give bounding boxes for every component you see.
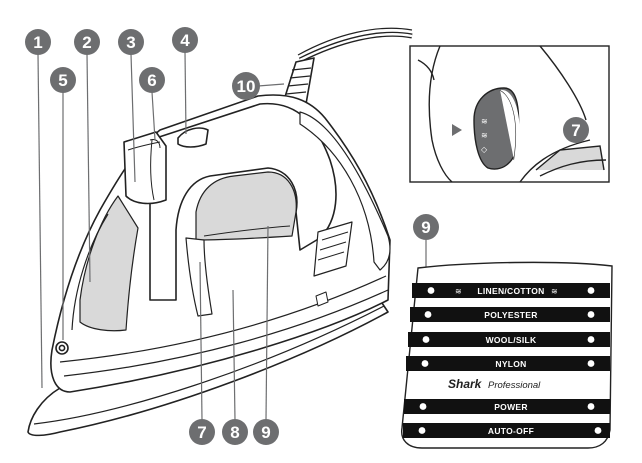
band-nylon: NYLON bbox=[406, 356, 610, 371]
svg-text:6: 6 bbox=[147, 71, 156, 90]
band-power: POWER bbox=[404, 399, 610, 414]
svg-text:4: 4 bbox=[180, 31, 190, 50]
callout-badge-6: 6 bbox=[139, 67, 165, 93]
callout-badge-10: 10 bbox=[232, 72, 260, 100]
callout-badge-9-bottom: 9 bbox=[253, 419, 279, 445]
leader-lines bbox=[37, 51, 575, 421]
heel-rest bbox=[299, 111, 391, 271]
steam-icon: ≋ bbox=[481, 131, 488, 140]
steam-iron-illustration bbox=[27, 27, 413, 437]
callout-badge-5: 5 bbox=[50, 67, 76, 93]
svg-text:5: 5 bbox=[58, 71, 67, 90]
callout-badge-1: 1 bbox=[25, 29, 51, 55]
callout-badge-7-inset: 7 bbox=[563, 117, 589, 143]
callout-badge-2: 2 bbox=[74, 29, 100, 55]
water-tank-window bbox=[79, 195, 139, 332]
svg-text:NYLON: NYLON bbox=[495, 359, 526, 369]
svg-text:Shark: Shark bbox=[448, 377, 483, 391]
callout-badge-7-bottom: 7 bbox=[189, 419, 215, 445]
settings-label-panel: ≋ ≋ LINEN/COTTON POLYESTER WOOL/SILK NYL… bbox=[401, 261, 613, 449]
brand-logo: Shark Professional bbox=[448, 377, 541, 391]
svg-text:1: 1 bbox=[33, 33, 42, 52]
svg-text:LINEN/COTTON: LINEN/COTTON bbox=[477, 286, 544, 296]
band-wool-silk: WOOL/SILK bbox=[408, 332, 610, 347]
svg-text:WOOL/SILK: WOOL/SILK bbox=[486, 335, 537, 345]
callout-badge-4: 4 bbox=[172, 27, 198, 53]
svg-text:3: 3 bbox=[126, 33, 135, 52]
svg-text:7: 7 bbox=[197, 423, 206, 442]
rear-vent bbox=[313, 221, 353, 277]
svg-text:Professional: Professional bbox=[488, 380, 541, 391]
dial-inset: ≋ ≋ ◇ 7 bbox=[409, 45, 610, 183]
svg-text:2: 2 bbox=[82, 33, 91, 52]
svg-text:AUTO-OFF: AUTO-OFF bbox=[488, 426, 534, 436]
svg-text:POWER: POWER bbox=[494, 402, 528, 412]
spray-button bbox=[123, 131, 167, 205]
svg-text:10: 10 bbox=[237, 77, 256, 96]
steam-icon: ≋ bbox=[481, 117, 488, 126]
svg-text:7: 7 bbox=[571, 121, 580, 140]
callout-badge-8: 8 bbox=[222, 419, 248, 445]
svg-text:9: 9 bbox=[421, 218, 430, 237]
band-linen-cotton: ≋ ≋ LINEN/COTTON bbox=[412, 283, 610, 298]
steam-icon: ≋ bbox=[551, 287, 558, 296]
callout-badge-9-panel: 9 bbox=[413, 214, 439, 240]
band-polyester: POLYESTER bbox=[410, 307, 610, 322]
svg-text:8: 8 bbox=[230, 423, 239, 442]
callout-badge-3: 3 bbox=[118, 29, 144, 55]
steam-icon: ◇ bbox=[481, 145, 488, 154]
band-auto-off: AUTO-OFF bbox=[403, 423, 610, 438]
dial-arrow-icon bbox=[452, 124, 462, 136]
temperature-dial bbox=[185, 237, 213, 317]
steam-icon: ≋ bbox=[455, 287, 462, 296]
svg-text:POLYESTER: POLYESTER bbox=[484, 310, 537, 320]
svg-text:9: 9 bbox=[261, 423, 270, 442]
